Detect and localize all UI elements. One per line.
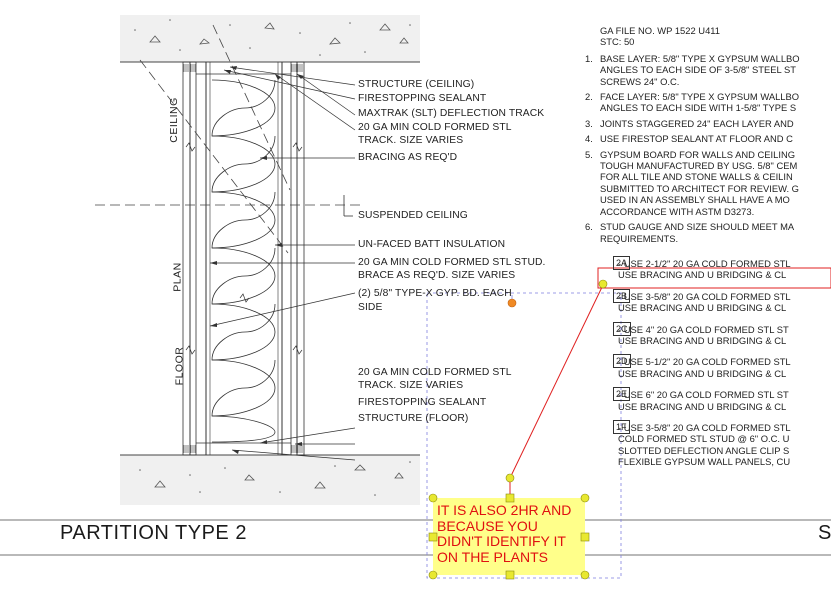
note-number: 2. [585, 91, 593, 103]
option-line: - USE 2-1/2" 20 GA COLD FORMED STL [618, 257, 791, 269]
option-line: - USE 4" 20 GA COLD FORMED STL ST [618, 323, 789, 335]
wall-assembly [182, 61, 305, 456]
sheet-title: PARTITION TYPE 2 [60, 522, 247, 544]
notes-header-ga-file: GA FILE NO. WP 1522 U411 [600, 25, 721, 36]
leader-lines [209, 66, 356, 461]
label-gyp-bd-line1: (2) 5/8" TYPE-X GYP. BD. EACH [358, 288, 512, 299]
markup-callout-text[interactable]: IT IS ALSO 2HR AND BECAUSE YOU DIDN'T ID… [437, 502, 572, 565]
option-item-2c: 2C - USE 4" 20 GA COLD FORMED STL ST USE… [578, 321, 831, 347]
option-tag: 2B [613, 288, 631, 303]
note-number: 4. [585, 133, 593, 145]
markup-callout-box[interactable]: IT IS ALSO 2HR AND BECAUSE YOU DIDN'T ID… [433, 498, 585, 575]
option-tag: 2A [613, 255, 631, 270]
option-line: USE BRACING AND U BRIDGING & CL [618, 269, 787, 281]
label-deflection-track: MAXTRAK (SLT) DEFLECTION TRACK [358, 108, 545, 119]
note-number: 6. [585, 221, 593, 233]
option-line: SLOTTED DEFLECTION ANGLE CLIP S [618, 444, 790, 456]
option-item-2b: 2B - USE 3-5/8" 20 GA COLD FORMED STL US… [578, 288, 831, 314]
option-line: USE BRACING AND U BRIDGING & CL [618, 367, 787, 379]
note-line: FACE LAYER: 5/8" TYPE X GYPSUM WALLBO [600, 91, 800, 103]
note-item: 3. JOINTS STAGGERED 24" EACH LAYER AND [578, 118, 831, 129]
label-gyp-bd-line2: SIDE [358, 302, 383, 313]
suspended-ceiling-bracket [343, 195, 353, 217]
option-item-2e: 2E - USE 6" 20 GA COLD FORMED STL ST USE… [578, 387, 831, 412]
note-line: GYPSUM BOARD FOR WALLS AND CEILING [600, 148, 796, 160]
label-track-bottom-line1: 20 GA MIN COLD FORMED STL [358, 367, 512, 378]
label-track-top-line1: 20 GA MIN COLD FORMED STL [358, 122, 512, 133]
note-item: 5. GYPSUM BOARD FOR WALLS AND CEILING TO… [578, 149, 831, 217]
markup-arrow-line[interactable] [509, 284, 604, 479]
label-firestopping-sealant-bottom: FIRESTOPPING SEALANT [358, 397, 487, 408]
markup-selection-frame[interactable] [426, 292, 622, 579]
option-tag: 2C [613, 321, 631, 336]
option-line: USE BRACING AND U BRIDGING & CL [618, 400, 787, 412]
floor-slab [120, 454, 420, 505]
markup-arrow-tail-handle[interactable] [505, 473, 515, 483]
ceiling-slab [120, 15, 420, 63]
general-notes: GA FILE NO. WP 1522 U411 STC: 50 1. BASE… [578, 25, 831, 468]
note-item: 6. STUD GAUGE AND SIZE SHOULD MEET MA RE… [578, 221, 831, 244]
note-line: SCREWS 24" O.C. [600, 75, 680, 87]
note-line: SUBMITTED TO ARCHITECT FOR REVIEW. G [600, 182, 799, 194]
note-line: BASE LAYER: 5/8" TYPE X GYPSUM WALLBO [600, 52, 800, 64]
note-number: 3. [585, 117, 593, 129]
note-line: JOINTS STAGGERED 24" EACH LAYER AND [600, 117, 794, 129]
label-firestopping-sealant-top: FIRESTOPPING SEALANT [358, 93, 487, 104]
option-line: - USE 6" 20 GA COLD FORMED STL ST [618, 389, 789, 401]
option-item-2a: 2A - USE 2-1/2" 20 GA COLD FORMED STL US… [578, 255, 831, 281]
note-line: REQUIREMENTS. [600, 232, 679, 244]
note-line: USE FIRESTOP SEALANT AT FLOOR AND C [600, 133, 793, 145]
label-track-top-line2: TRACK. SIZE VARIES [358, 135, 464, 146]
note-line: ANGLES TO EACH SIDE OF 3-5/8" STEEL ST [600, 64, 796, 76]
option-line: - USE 5-1/2" 20 GA COLD FORMED STL [618, 356, 791, 368]
markup-highlight-box[interactable] [597, 267, 831, 289]
callout-line: ON THE PLANTS [437, 548, 548, 565]
note-number: 5. [585, 148, 593, 160]
option-line: FLEXIBLE GYPSUM WALL PANELS, CU [618, 456, 791, 468]
note-line: FOR ALL TILE AND STONE WALLS & CEILIN [600, 171, 793, 183]
callout-line: IT IS ALSO 2HR AND [437, 502, 572, 518]
label-structure-ceiling: STRUCTURE (CEILING) [358, 79, 475, 90]
callout-line: DIDN'T IDENTIFY IT [437, 533, 566, 549]
label-suspended-ceiling: SUSPENDED CEILING [358, 210, 468, 221]
side-label-ceiling: CEILING [167, 97, 180, 143]
note-item: 2. FACE LAYER: 5/8" TYPE X GYPSUM WALLBO… [578, 91, 831, 114]
label-batt-insulation: UN-FACED BATT INSULATION [358, 239, 506, 250]
label-stud-line2: BRACE AS REQ'D. SIZE VARIES [358, 270, 516, 281]
option-item-2d: 2D - USE 5-1/2" 20 GA COLD FORMED STL US… [578, 354, 831, 379]
callout-line: BECAUSE YOU [437, 517, 538, 534]
label-track-bottom-line2: TRACK. SIZE VARIES [358, 380, 464, 391]
side-label-floor: FLOOR [173, 346, 186, 386]
dashed-lines [95, 24, 365, 254]
option-item-1f: 1F - USE 3-5/8" 20 GA COLD FORMED STL CO… [578, 419, 831, 468]
option-line: - USE 3-5/8" 20 GA COLD FORMED STL [618, 421, 791, 433]
note-line: ANGLES TO EACH SIDE WITH 1-5/8" TYPE S [600, 102, 797, 114]
option-line: - USE 3-5/8" 20 GA COLD FORMED STL [618, 290, 791, 302]
option-tag: 2D [613, 354, 631, 369]
option-tag: 1F [613, 419, 630, 434]
note-number: 1. [585, 52, 593, 64]
note-line: TOUGH MANUFACTURED BY USG. 5/8" CEM [600, 160, 798, 172]
option-line: USE BRACING AND U BRIDGING & CL [618, 302, 787, 314]
option-line: USE BRACING AND U BRIDGING & CL [618, 334, 787, 346]
side-label-plan: PLAN [171, 262, 184, 292]
note-line: USED IN AN ASSEMBLY SHALL HAVE A MO [600, 194, 790, 206]
option-tag: 2E [613, 387, 631, 402]
note-item: 4. USE FIRESTOP SEALANT AT FLOOR AND C [578, 133, 831, 144]
leader-arrows [210, 66, 304, 454]
markup-arrow-head-handle[interactable] [598, 279, 608, 289]
notes-header-stc: STC: 50 [600, 36, 635, 48]
note-item: 1. BASE LAYER: 5/8" TYPE X GYPSUM WALLBO… [578, 53, 831, 87]
note-line: ACCORDANCE WITH ASTM D3273. [600, 205, 755, 217]
label-structure-floor: STRUCTURE (FLOOR) [358, 413, 469, 424]
label-stud-line1: 20 GA MIN COLD FORMED STL STUD. [358, 257, 546, 268]
markup-anchor-handle[interactable] [507, 298, 517, 308]
label-bracing: BRACING AS REQ'D [358, 152, 458, 163]
option-line: COLD FORMED STL STUD @ 6" O.C. U [618, 433, 790, 445]
sheet-id: S [818, 522, 831, 544]
note-line: STUD GAUGE AND SIZE SHOULD MEET MA [600, 221, 795, 233]
